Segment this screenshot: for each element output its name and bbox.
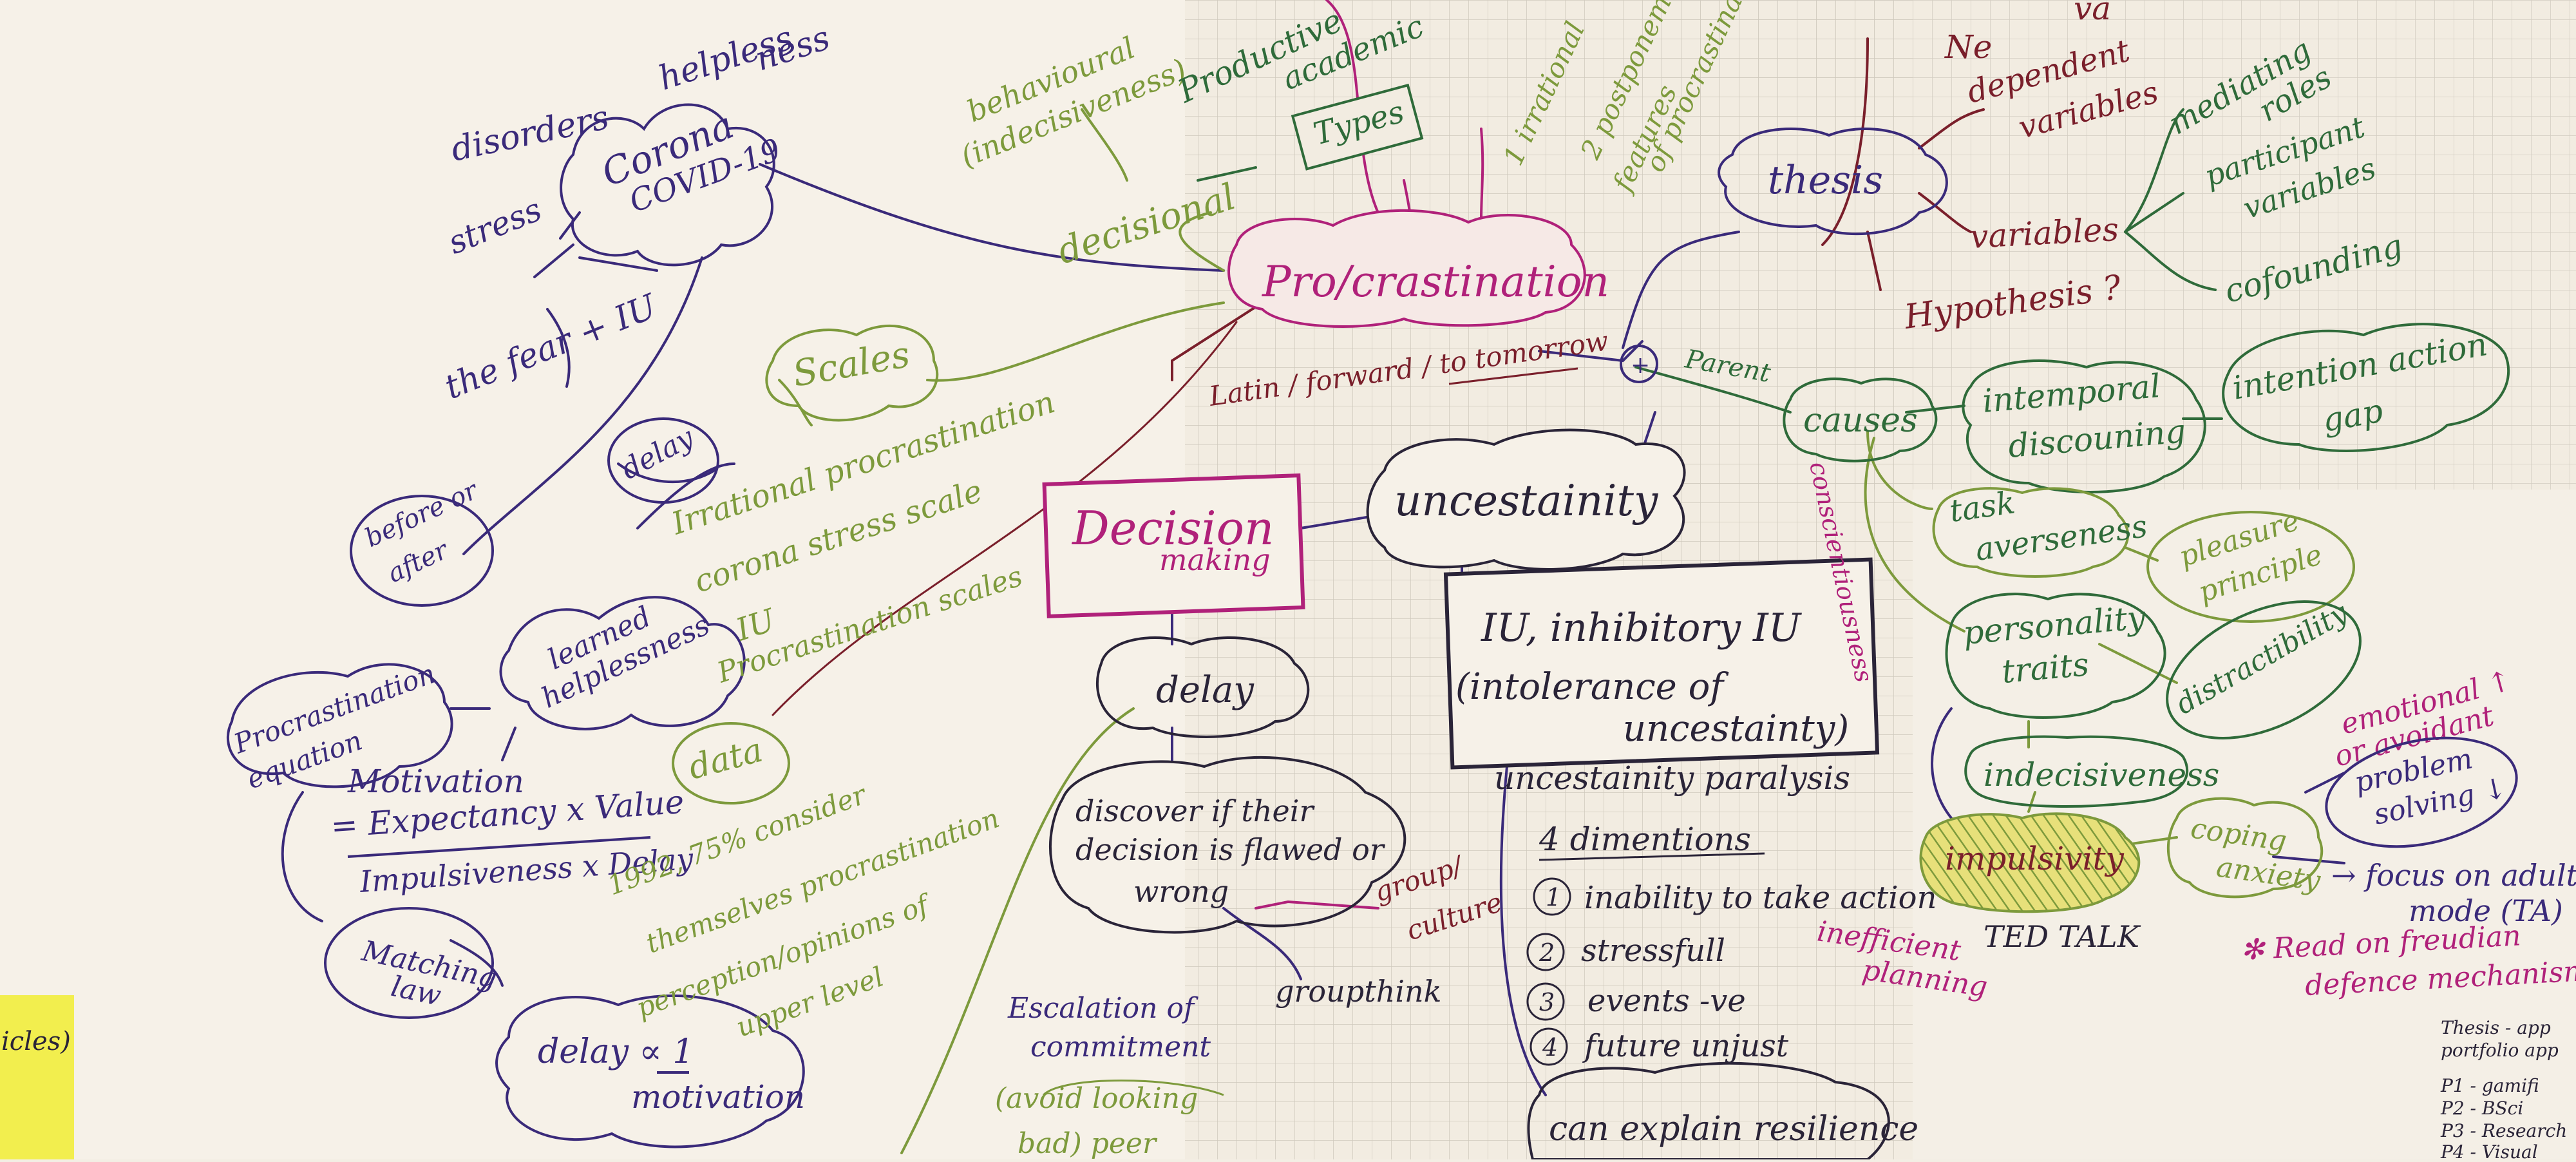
sticky-note	[0, 995, 74, 1159]
intolerance-label: (intolerance of	[1455, 666, 1729, 708]
delay-motiv-label-2: motivation	[631, 1078, 805, 1116]
dim-num: 1	[1546, 883, 1561, 911]
plus-icon: +	[1631, 352, 1650, 379]
side-notes: Thesis - app portfolio app P1 - gamifi P…	[2440, 1017, 2567, 1162]
dim-item: inability to take action	[1584, 880, 1937, 916]
number-circle	[1530, 1027, 1568, 1066]
dim-item: future unjust	[1582, 1028, 1789, 1064]
delay-motiv-label: delay ∝ 1	[538, 1033, 694, 1071]
indecisiveness-label: indecisiveness	[1984, 756, 2219, 794]
procrastination-equation-bubble	[226, 663, 453, 788]
causes-bubble	[1783, 377, 1938, 462]
dim-item: stressfull	[1581, 933, 1725, 969]
top-right-fragment-2: va	[2074, 0, 2111, 27]
resilience-bubble	[1527, 1062, 1890, 1161]
intemporal-bubble	[1962, 359, 2206, 493]
side-note: Thesis - app	[2441, 1017, 2551, 1038]
avoid-looking-label: (avoid looking	[995, 1082, 1198, 1115]
corona-bubble	[560, 103, 775, 267]
dim-num: 3	[1539, 988, 1555, 1016]
delay-label: delay	[1156, 669, 1255, 711]
distractibility-bubble	[2166, 600, 2362, 739]
dim-num: 2	[1539, 938, 1555, 967]
types-box	[1291, 83, 1424, 171]
delay-bubble	[1095, 636, 1310, 738]
discover-label: discover if their	[1075, 794, 1315, 828]
side-note: P2 - BSci	[2440, 1098, 2523, 1119]
uncertainty-paren-label: uncestainty)	[1623, 708, 1849, 750]
decision-making-box	[1042, 473, 1305, 618]
thesis-bubble	[1718, 128, 1948, 236]
resilience-label: can explain resilience	[1549, 1110, 1918, 1148]
task-averseness-bubble	[1932, 487, 2130, 578]
variables-label: variables	[1969, 211, 2120, 256]
dimentions-list: 1 inability to take action 2 stressfull …	[1526, 877, 1937, 1066]
before-after-bubble	[350, 495, 494, 607]
top-right-fragment: Ne	[1944, 28, 1992, 66]
causes-label: causes	[1803, 401, 1918, 440]
learned-helplessness-bubble	[499, 596, 746, 730]
data-bubble	[672, 722, 790, 805]
indecisiveness-bubble	[1964, 735, 2188, 808]
discover-label-2: decision is flawed or	[1075, 832, 1386, 867]
dim-item: events -ve	[1587, 983, 1746, 1019]
procrastination-label: Pro/crastination	[1262, 257, 1609, 307]
grid-paper-right	[1662, 0, 2576, 490]
number-circle	[1526, 982, 1565, 1021]
number-circle	[1533, 877, 1571, 916]
matching-law-bubble	[324, 907, 494, 1019]
making-label: making	[1159, 542, 1271, 577]
sticky-note-text: icles)	[1, 1027, 71, 1056]
uncertainty-label: uncestainity	[1394, 476, 1658, 526]
intention-action-bubble	[2222, 323, 2510, 452]
dim-num: 4	[1542, 1033, 1558, 1062]
side-note: portfolio app	[2441, 1040, 2559, 1061]
groupthink-label: groupthink	[1275, 974, 1442, 1009]
scales-bubble	[765, 325, 939, 422]
iu-label: IU, inhibitory IU	[1481, 605, 1803, 651]
focus-label: → focus on adult	[2331, 858, 2576, 893]
mode-label: mode (TA)	[2409, 893, 2563, 928]
impulsivity-bubble	[1919, 812, 2141, 913]
side-note: P3 - Research	[2440, 1120, 2567, 1141]
traits-label: traits	[2000, 645, 2090, 691]
personality-traits-bubble	[1945, 593, 2166, 719]
procrastination-bubble	[1227, 209, 1586, 328]
motivation-label: Motivation	[347, 763, 524, 800]
delay-small-bubble	[607, 417, 719, 504]
commitment-label: commitment	[1030, 1031, 1211, 1063]
escalation-label: Escalation of	[1007, 992, 1198, 1025]
delay-motivation-bubble	[495, 994, 805, 1148]
dimentions-label: 4 dimentions	[1539, 821, 1751, 858]
pleasure-principle-bubble	[2146, 511, 2355, 623]
iu-box	[1443, 557, 1880, 770]
bad-peer-label: bad) peer	[1018, 1127, 1158, 1159]
problem-solving-bubble	[2325, 736, 2518, 848]
coping-anxiety-bubble	[2166, 797, 2324, 899]
uncertainty-paralysis-label: uncestainity paralysis	[1494, 759, 1850, 797]
ted-talk-label: TED TALK	[1984, 919, 2141, 954]
discover-label-3: wrong	[1133, 874, 1229, 909]
number-circle	[1526, 933, 1565, 971]
discover-bubble	[1049, 756, 1406, 934]
decision-label: Decision	[1071, 501, 1274, 555]
side-note: P4 - Visual	[2440, 1141, 2538, 1159]
impulsivity-label: impulsivity	[1945, 840, 2125, 877]
uncertainty-bubble	[1366, 428, 1686, 571]
side-note: P1 - gamifi	[2440, 1075, 2539, 1096]
thesis-label: thesis	[1768, 158, 1883, 203]
plus-circle-icon	[1620, 345, 1658, 383]
